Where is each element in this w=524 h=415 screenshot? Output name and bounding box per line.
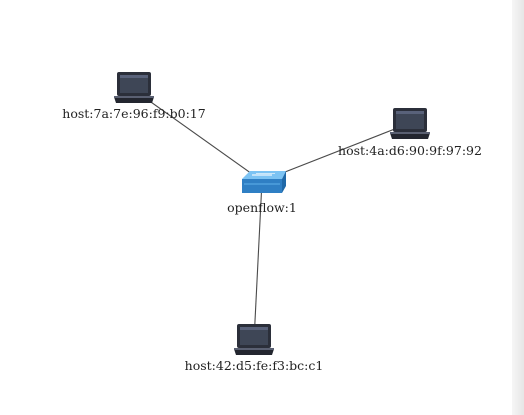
scrollbar-track[interactable]	[512, 0, 524, 415]
laptop-icon	[234, 324, 274, 355]
host-node-3[interactable]: host:42:d5:fe:f3:bc:c1	[185, 324, 324, 373]
switch-node[interactable]: openflow:1	[227, 171, 297, 215]
laptop-icon	[114, 72, 154, 103]
network-switch-icon	[242, 171, 286, 193]
switch-label: openflow:1	[227, 200, 297, 215]
link-switch-host-1[interactable]	[133, 89, 263, 182]
host-label-3: host:42:d5:fe:f3:bc:c1	[185, 358, 324, 373]
host-label-2: host:4a:d6:90:9f:97:92	[338, 143, 482, 158]
link-switch-host-3[interactable]	[253, 180, 263, 342]
laptop-icon	[390, 108, 430, 139]
host-label-1: host:7a:7e:96:f9:b0:17	[62, 106, 205, 121]
host-node-2[interactable]: host:4a:d6:90:9f:97:92	[338, 108, 482, 158]
link-switch-host-2[interactable]	[261, 122, 411, 182]
host-node-1[interactable]: host:7a:7e:96:f9:b0:17	[62, 72, 206, 121]
